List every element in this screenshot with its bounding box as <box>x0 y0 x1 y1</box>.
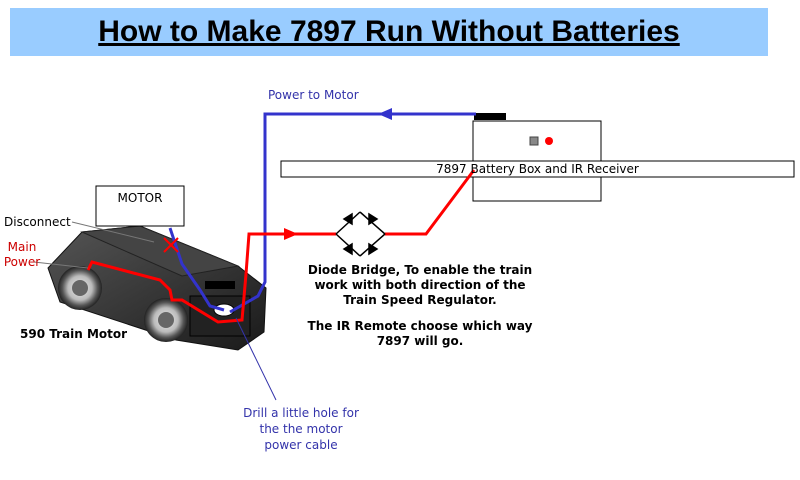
wire-to-battery-box <box>385 169 476 236</box>
drill-note-line1: Drill a little hole for <box>243 406 359 420</box>
train-motor-graphic <box>47 225 267 351</box>
ir-remote-note-line2: 7897 will go. <box>376 334 464 348</box>
diode-bridge-note-line1: Diode Bridge, To enable the train <box>307 263 533 277</box>
arrow-right-icon <box>284 228 298 240</box>
diode-bridge-note-line2: work with both direction of the <box>314 278 526 292</box>
page-title: How to Make 7897 Run Without Batteries <box>98 15 680 48</box>
leader-disconnect <box>71 221 155 243</box>
diode-bridge-note-line3: Train Speed Regulator. <box>343 293 497 307</box>
leader-drill-hole <box>235 317 277 401</box>
drill-note-line2: the the motor <box>259 422 343 436</box>
motor-box <box>95 185 185 227</box>
status-led-icon <box>545 137 553 145</box>
drill-note-line3: power cable <box>264 438 338 452</box>
motor-connector <box>205 281 235 289</box>
motor-label: MOTOR <box>117 191 163 205</box>
ir-sensor-icon <box>529 136 539 146</box>
battery-box-label: 7897 Battery Box and IR Receiver <box>436 162 639 176</box>
power-to-motor-label: Power to Motor <box>268 88 359 102</box>
disconnect-label: Disconnect <box>4 215 71 229</box>
wire-main-power <box>86 232 336 324</box>
wire-power-to-motor <box>229 112 476 314</box>
leader-main-power <box>33 261 89 269</box>
diode-bridge-icon <box>335 211 386 257</box>
ir-remote-note-line1: The IR Remote choose which way <box>307 319 533 333</box>
main-power-label-line2: Power <box>3 255 41 269</box>
battery-box-connector <box>474 113 506 120</box>
arrow-left-icon <box>378 108 392 120</box>
train-motor-label: 590 Train Motor <box>20 327 128 341</box>
title-banner: How to Make 7897 Run Without Batteries <box>10 8 768 56</box>
battery-box-label-strip <box>280 160 795 178</box>
main-power-label-line1: Main <box>7 240 37 254</box>
